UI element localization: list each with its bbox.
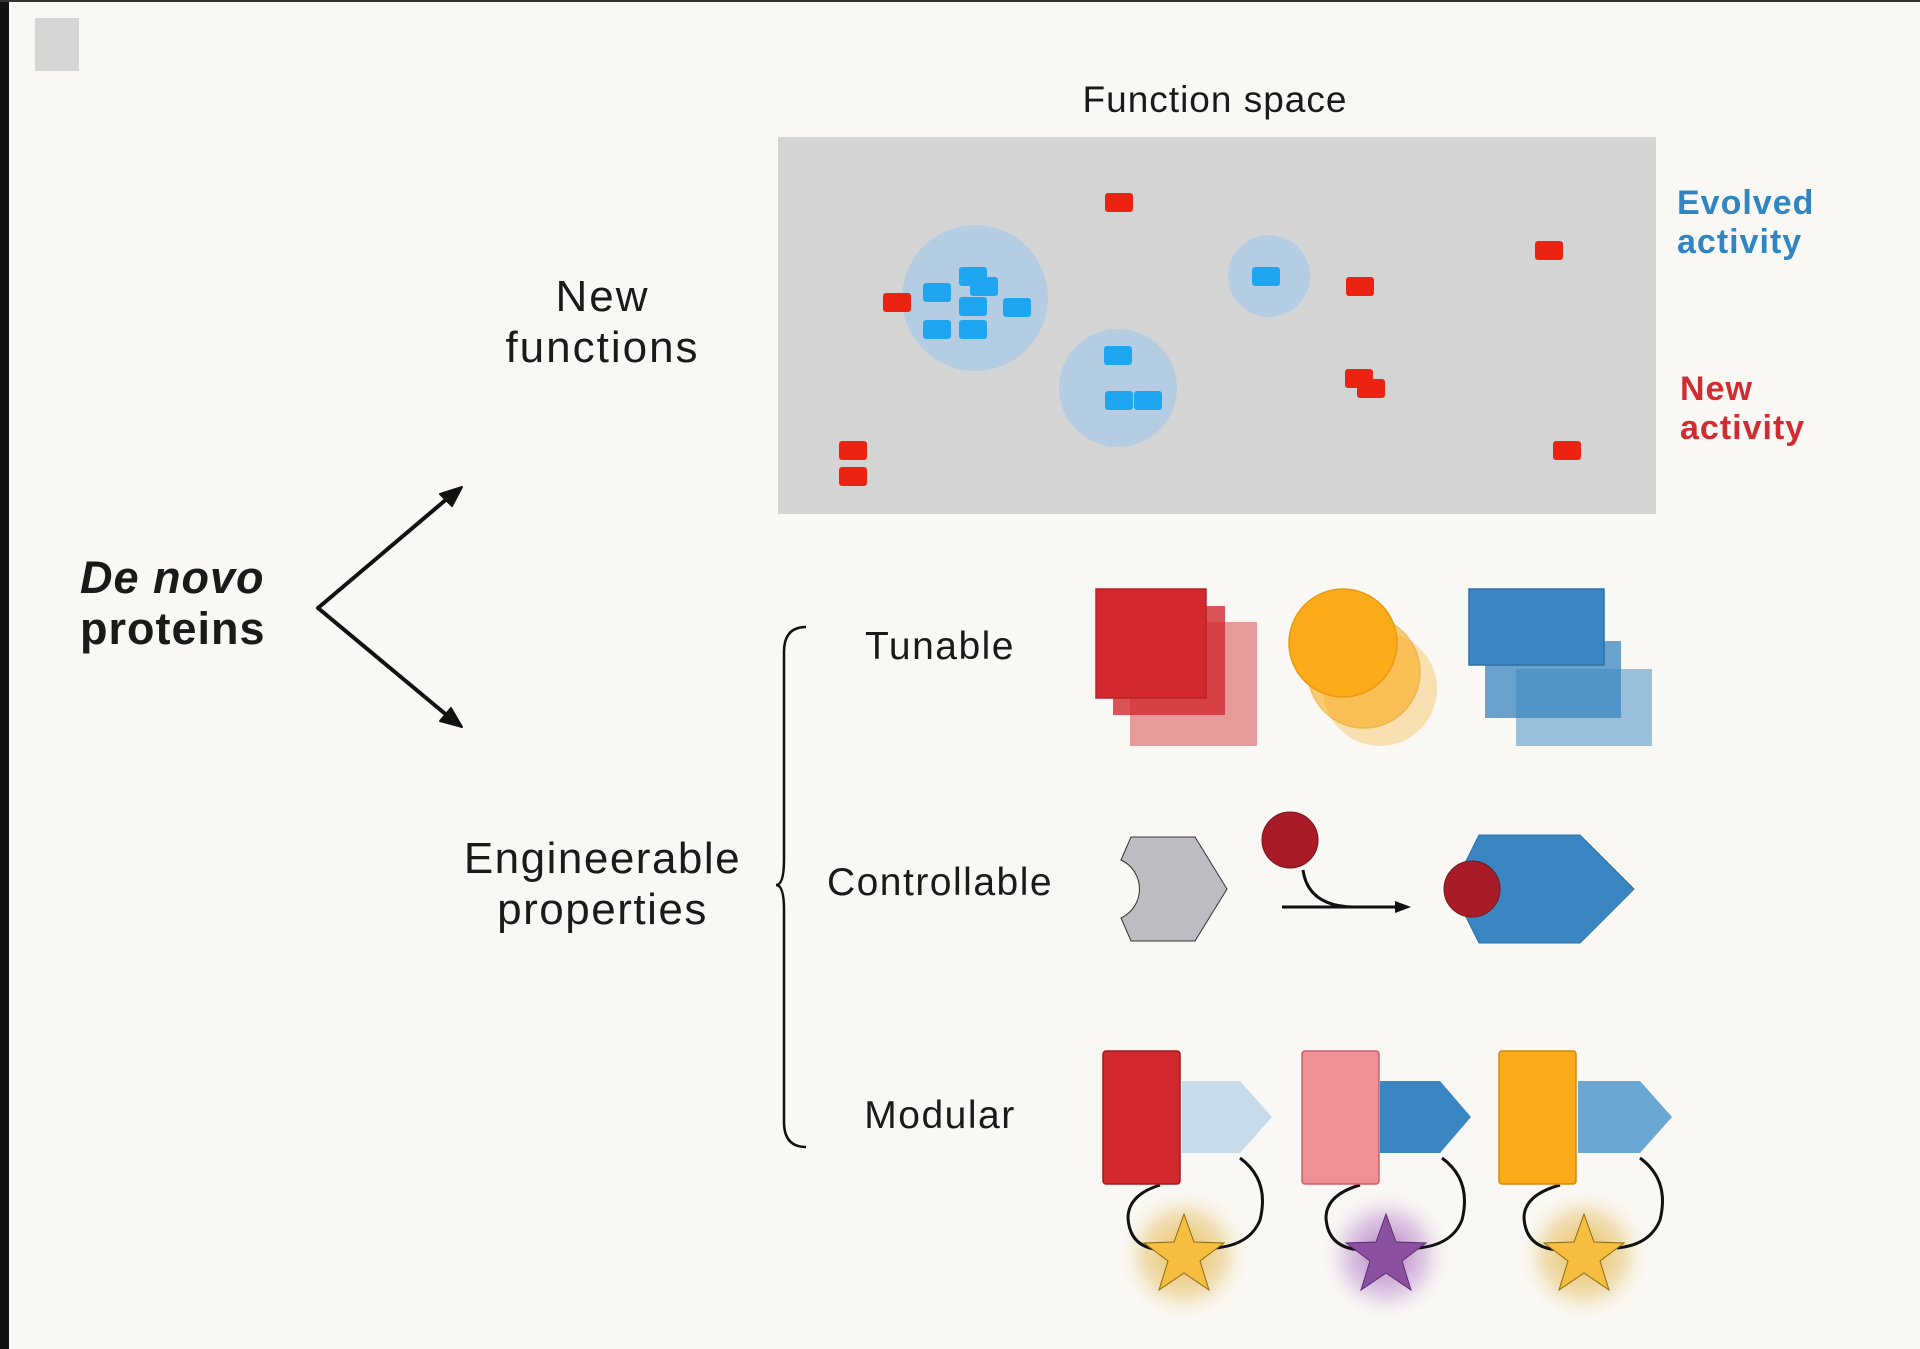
modular-construct-1: [1102, 1050, 1272, 1319]
modular-domain-b: [1380, 1081, 1471, 1153]
function-space-panel: [778, 137, 1656, 514]
engineerable-properties-line2: properties: [497, 884, 708, 934]
new-activity-marker: [1105, 193, 1133, 212]
evolved-activity-marker: [959, 297, 987, 316]
tunable-square: [1095, 588, 1207, 699]
new-functions-label: New functions: [470, 272, 735, 373]
new-functions-line1: New: [555, 272, 650, 321]
legend-new-line1: New: [1680, 370, 1753, 408]
evolved-activity-marker: [923, 320, 951, 339]
new-activity-marker: [1346, 277, 1374, 296]
modular-label: Modular: [864, 1094, 1016, 1137]
new-activity-marker: [839, 467, 867, 486]
tunable-rectangles: [1468, 588, 1652, 746]
function-space-title: Function space: [1082, 79, 1348, 120]
panel-corner-marker: [35, 18, 79, 71]
binding-arrow-icon: [1301, 869, 1405, 909]
inactive-protein-shape: [1120, 836, 1228, 942]
tunable-squares: [1095, 588, 1257, 746]
controllable-label: Controllable: [826, 861, 1054, 904]
chevron-arrows-icon: [316, 486, 463, 728]
modular-construct-2: [1301, 1050, 1471, 1319]
legend-new-activity: New activity: [1680, 370, 1840, 449]
modular-domain-b: [1578, 1081, 1672, 1153]
star-icon: [1142, 1212, 1226, 1292]
modular-domain-a: [1498, 1050, 1577, 1185]
evolved-activity-marker: [970, 277, 998, 296]
evolved-activity-marker: [923, 283, 951, 302]
frame-left-border: [0, 0, 9, 1349]
engineerable-properties-label: Engineerable properties: [440, 834, 765, 935]
tunable-circle: [1288, 588, 1398, 698]
legend-evolved-line1: Evolved: [1677, 184, 1815, 222]
frame-top-border: [0, 0, 1920, 2]
star-icon: [1542, 1212, 1626, 1292]
tunable-label: Tunable: [865, 625, 1015, 668]
new-activity-marker: [1535, 241, 1563, 260]
engineerable-properties-line1: Engineerable: [463, 834, 742, 883]
tunable-rectangle: [1468, 588, 1605, 666]
evolved-activity-marker: [959, 320, 987, 339]
evolved-activity-marker: [1104, 346, 1132, 365]
new-activity-marker: [839, 441, 867, 460]
evolved-activity-marker: [1134, 391, 1162, 410]
root-label-line2: proteins: [80, 602, 266, 654]
evolved-cluster-halo: [1059, 329, 1177, 447]
legend-evolved-line2: activity: [1677, 223, 1803, 262]
bound-ligand-circle: [1443, 860, 1501, 918]
legend-new-line2: activity: [1680, 409, 1806, 448]
tunable-circles: [1288, 588, 1437, 746]
evolved-activity-marker: [1252, 267, 1280, 286]
controllable-diagram: [1120, 811, 1635, 944]
new-activity-marker: [1357, 379, 1385, 398]
legend-evolved-activity: Evolved activity: [1677, 184, 1837, 263]
root-label: De novo proteins: [80, 552, 300, 655]
new-functions-line2: functions: [505, 322, 700, 372]
ligand-circle: [1261, 811, 1319, 869]
modular-domain-a: [1301, 1050, 1380, 1185]
root-label-line1: De novo: [80, 552, 265, 603]
new-activity-marker: [883, 293, 911, 312]
modular-domain-b: [1182, 1081, 1272, 1153]
star-icon: [1344, 1212, 1428, 1292]
evolved-activity-marker: [1105, 391, 1133, 410]
modular-domain-a: [1102, 1050, 1181, 1185]
new-activity-marker: [1553, 441, 1581, 460]
modular-construct-3: [1498, 1050, 1672, 1319]
evolved-activity-marker: [1003, 298, 1031, 317]
curly-brace-icon: [775, 625, 807, 1149]
